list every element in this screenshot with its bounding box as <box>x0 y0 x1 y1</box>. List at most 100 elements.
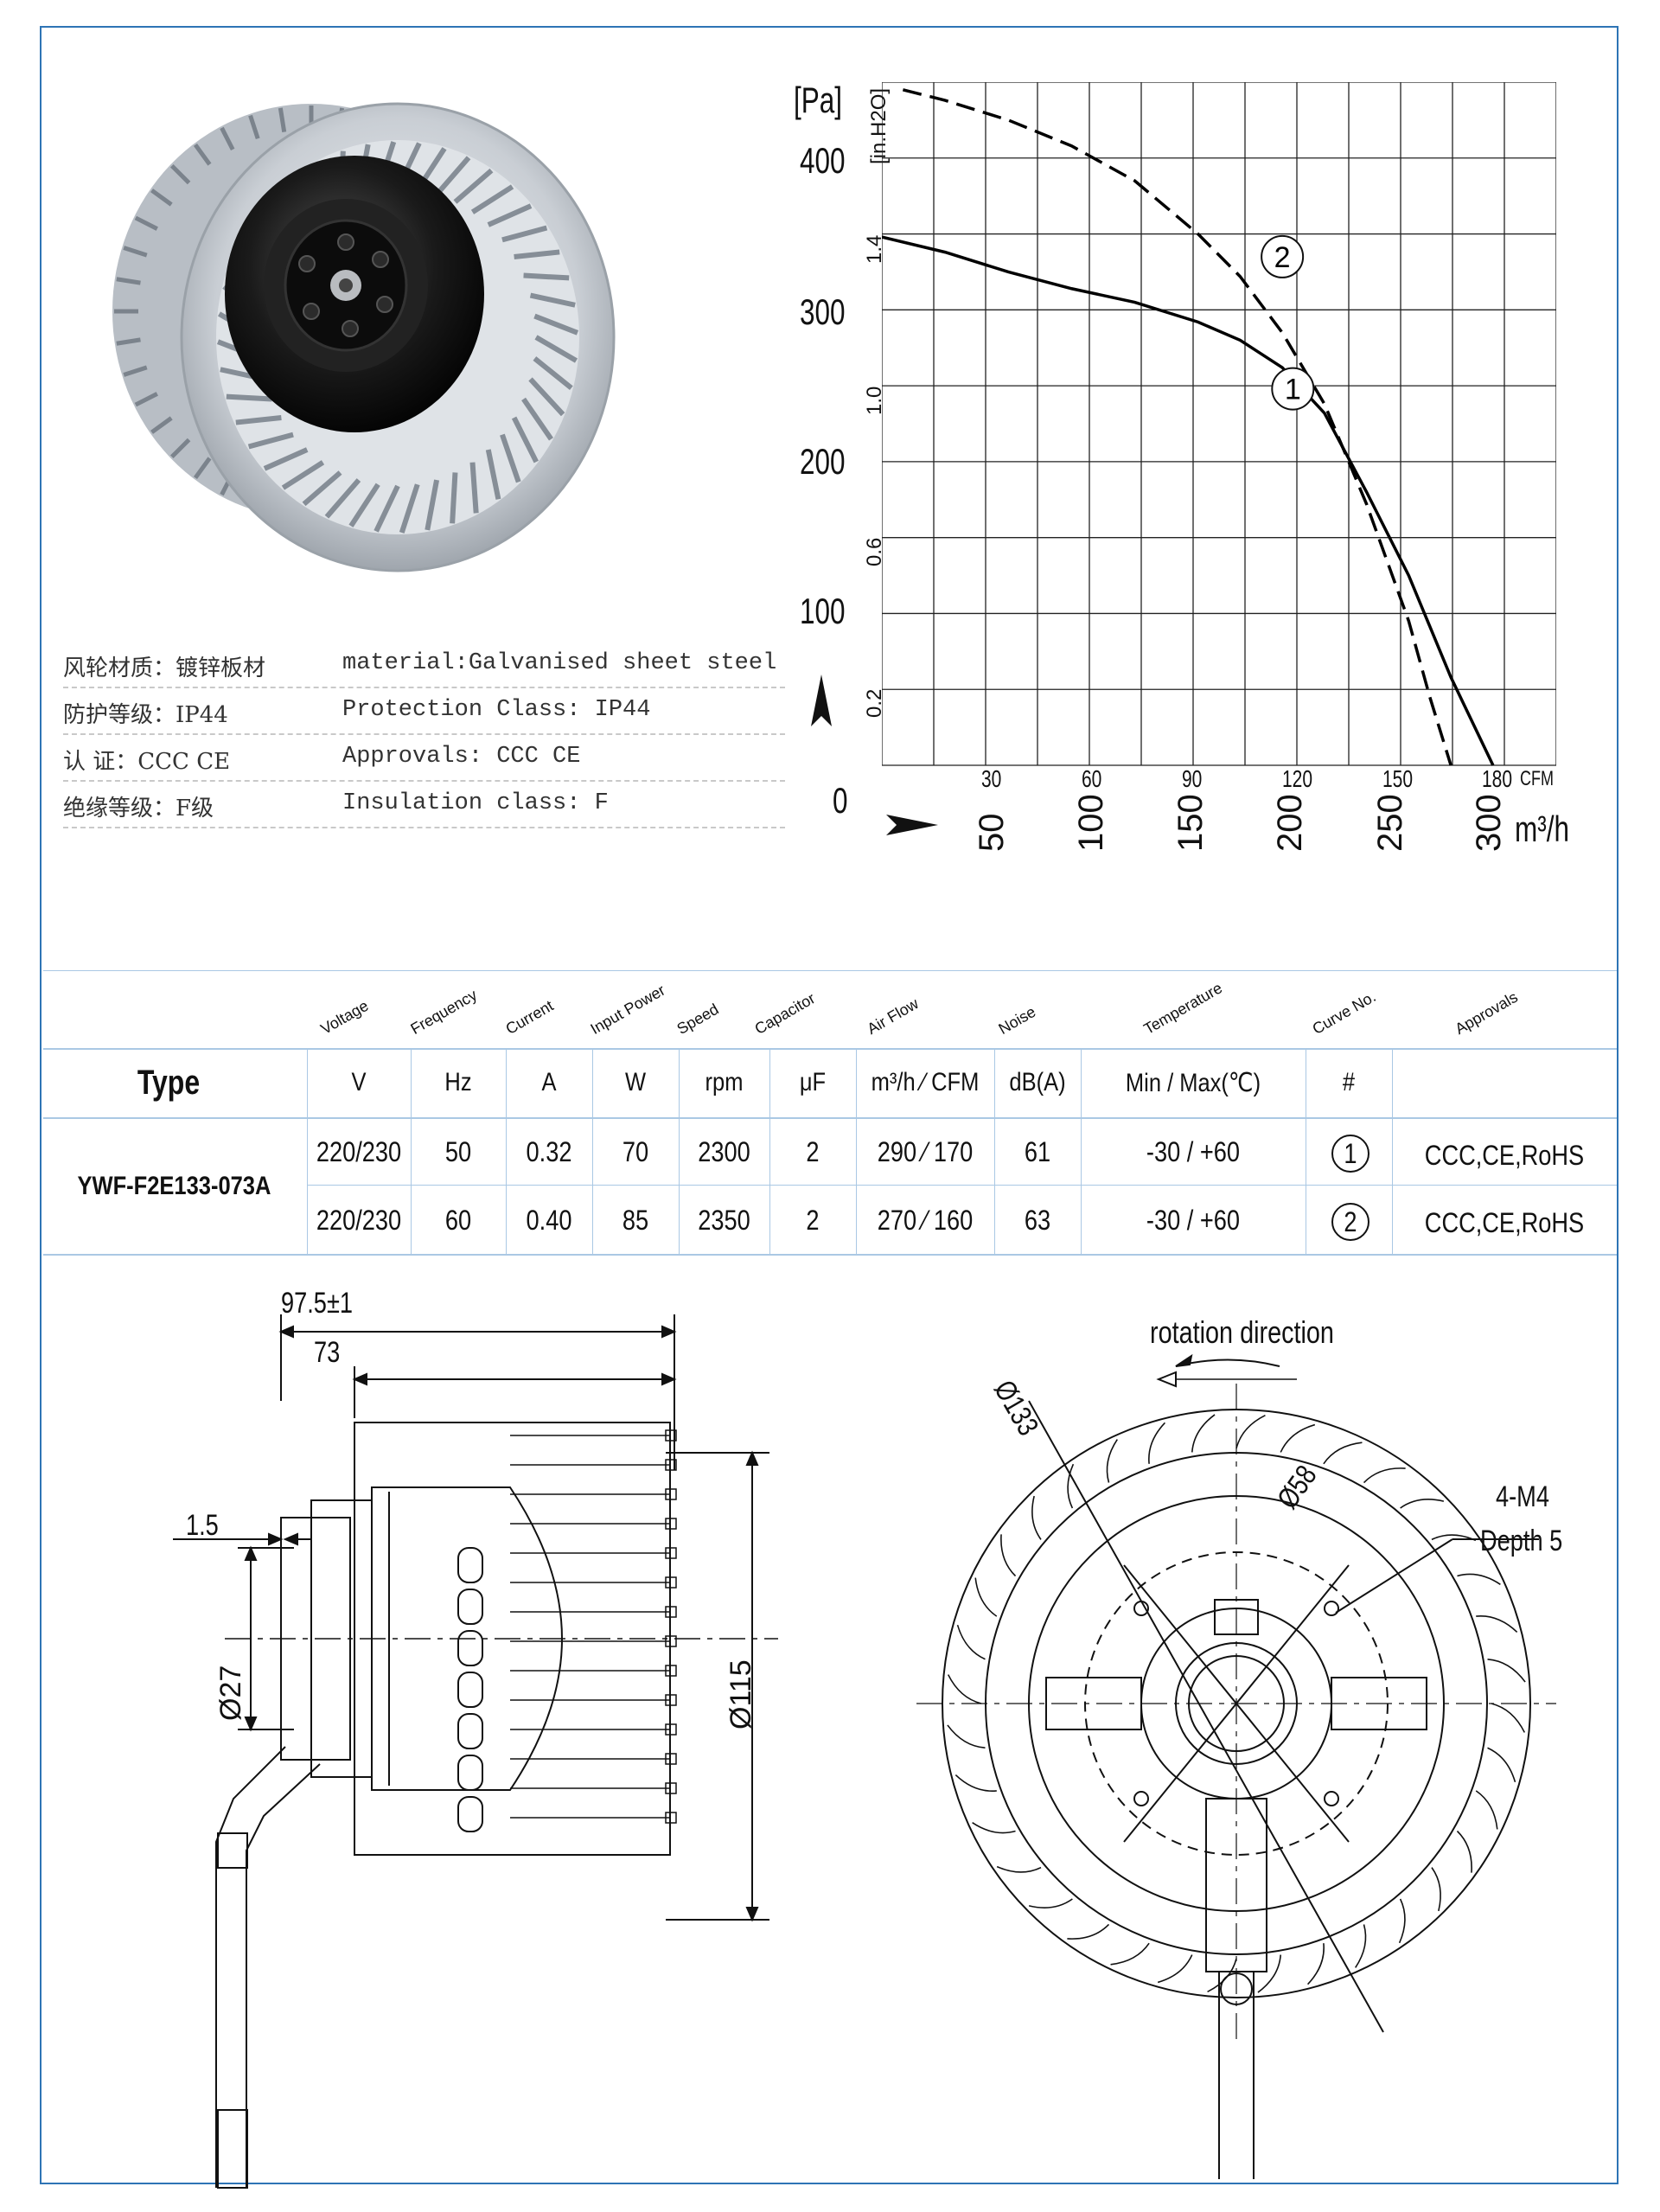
unit-cell: m³/h ⁄ CFM <box>871 1068 980 1096</box>
table-col-rule <box>1392 1048 1393 1256</box>
table-col-rule <box>856 1048 857 1256</box>
cell-current: 0.32 <box>526 1136 572 1167</box>
spec-cn: 风轮材质：镀锌板材 <box>63 655 266 681</box>
spec-row: 认 证：CCC CE Approvals: CCC CE <box>63 733 785 782</box>
unit-cell: W <box>624 1068 647 1096</box>
y-tick: 0 <box>833 780 848 821</box>
cell-temperature: -30 / +60 <box>1146 1205 1241 1236</box>
chart-plot-area: 12 <box>882 82 1556 766</box>
cell-airflow: 290 ⁄ 170 <box>877 1136 974 1167</box>
y-tick: 200 <box>800 441 846 482</box>
x-tick: 250 <box>1371 794 1409 852</box>
table-col-rule <box>769 1048 770 1256</box>
cell-power: 85 <box>622 1205 649 1236</box>
curve-number-badge <box>1331 1203 1370 1241</box>
series-line-1 <box>882 235 1495 766</box>
x-tick: 150 <box>1172 794 1210 852</box>
dim-holes: 4-M4 <box>1496 1480 1549 1513</box>
spec-row: 风轮材质：镀锌板材 material:Galvanised sheet stee… <box>63 640 785 688</box>
x-axis-arrow <box>886 815 938 835</box>
curve-label-2: 2 <box>1261 234 1305 278</box>
spec-cn: 认 证：CCC CE <box>63 749 231 775</box>
cell-airflow: 270 ⁄ 160 <box>877 1205 974 1236</box>
cell-noise: 63 <box>1024 1205 1051 1236</box>
dim-overall: 97.5±1 <box>281 1287 353 1320</box>
x-tick-secondary: 90 <box>1182 765 1203 792</box>
y-tick: 300 <box>800 291 846 332</box>
unit-cell: rpm <box>705 1068 744 1096</box>
unit-cell: Min / Max(℃) <box>1125 1069 1261 1097</box>
x-tick-secondary: 150 <box>1382 765 1414 792</box>
dim-depth: Depth 5 <box>1480 1525 1563 1557</box>
cell-power: 70 <box>622 1136 649 1167</box>
x-tick-secondary: 30 <box>981 765 1002 792</box>
x-tick-secondary: 180 <box>1482 765 1513 792</box>
page-frame <box>40 26 1618 2184</box>
type-header: Type <box>137 1064 201 1102</box>
x-axis-label: m³/h <box>1515 809 1569 849</box>
cell-current: 0.40 <box>526 1205 572 1236</box>
table-col-rule <box>1081 1048 1082 1256</box>
curve-number: 2 <box>1344 1206 1357 1237</box>
table-col-rule <box>994 1048 995 1256</box>
y-tick: 400 <box>800 140 846 181</box>
table-rule <box>43 1048 1617 1050</box>
x-tick: 200 <box>1271 794 1309 852</box>
spec-en: Protection Class: IP44 <box>342 697 651 723</box>
side-view-drawing <box>173 1314 778 2189</box>
y-axis-arrow <box>811 674 832 726</box>
cell-voltage: 220/230 <box>316 1205 402 1236</box>
spec-en: Approvals: CCC CE <box>342 744 581 770</box>
table-rule <box>43 1117 1617 1119</box>
unit-cell: μF <box>799 1068 827 1096</box>
spec-cn: 绝缘等级：F级 <box>63 796 214 822</box>
curve-label-text: 1 <box>1285 374 1301 406</box>
spec-row: 绝缘等级：F级 Insulation class: F <box>63 780 785 828</box>
cell-voltage: 220/230 <box>316 1136 402 1167</box>
spec-row: 防护等级：IP44 Protection Class: IP44 <box>63 687 785 735</box>
unit-cell: V <box>351 1068 367 1096</box>
spec-cn: 防护等级：IP44 <box>63 702 228 728</box>
x-tick-secondary: 120 <box>1282 765 1313 792</box>
x-tick: 50 <box>973 813 1011 853</box>
curve-number: 1 <box>1344 1138 1357 1169</box>
series-line-2 <box>902 88 1452 766</box>
unit-cell: A <box>541 1068 557 1096</box>
table-rule <box>307 1185 1617 1186</box>
y-axis-label: [Pa] <box>794 80 843 120</box>
cell-frequency: 50 <box>444 1136 472 1167</box>
spec-en: Insulation class: F <box>342 790 609 816</box>
y-tick: 100 <box>800 591 846 631</box>
cell-capacitor: 2 <box>806 1136 820 1167</box>
x-axis-label-secondary: CFM <box>1520 767 1554 790</box>
table-col-rule <box>592 1048 593 1256</box>
dim-blade: 73 <box>314 1336 341 1369</box>
table-rule <box>43 970 1617 971</box>
curve-number-badge <box>1331 1135 1370 1173</box>
table-col-rule <box>679 1048 680 1256</box>
table-rule <box>43 1254 1617 1256</box>
cell-noise: 61 <box>1024 1136 1051 1167</box>
dim-offset: 1.5 <box>186 1509 219 1542</box>
x-tick: 100 <box>1072 794 1110 852</box>
cell-speed: 2300 <box>698 1136 750 1167</box>
dim-diameter: Ø115 <box>725 1659 757 1729</box>
cell-frequency: 60 <box>444 1205 472 1236</box>
unit-cell: Hz <box>444 1068 472 1096</box>
unit-cell: # <box>1342 1068 1356 1096</box>
table-col-rule <box>506 1048 507 1256</box>
cell-approvals: CCC,CE,RoHS <box>1424 1207 1585 1238</box>
x-tick: 300 <box>1470 794 1508 852</box>
cell-approvals: CCC,CE,RoHS <box>1424 1140 1585 1171</box>
cell-speed: 2350 <box>698 1205 750 1236</box>
rotation-label: rotation direction <box>1150 1314 1334 1350</box>
curve-label-1: 1 <box>1271 367 1315 411</box>
spec-en: material:Galvanised sheet steel <box>342 650 777 676</box>
table-col-rule <box>411 1048 412 1256</box>
dim-hub: Ø27 <box>214 1665 247 1721</box>
centrifugal-fan-impeller-photo <box>112 102 616 572</box>
x-tick-secondary: 60 <box>1082 765 1102 792</box>
front-view-drawing <box>916 1353 1556 2179</box>
table-col-rule <box>307 1048 308 1256</box>
cell-capacitor: 2 <box>806 1205 820 1236</box>
